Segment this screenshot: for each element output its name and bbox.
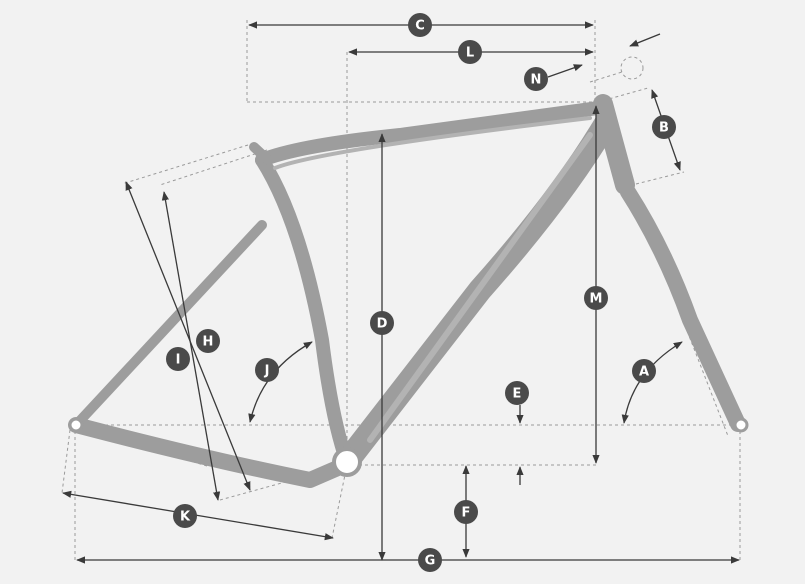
badge-b: B bbox=[652, 115, 676, 139]
svg-text:J: J bbox=[264, 364, 270, 379]
dimension-lines bbox=[62, 21, 740, 564]
badge-i: I bbox=[166, 347, 190, 371]
svg-text:F: F bbox=[462, 506, 471, 521]
svg-text:E: E bbox=[513, 387, 522, 402]
svg-text:K: K bbox=[180, 510, 191, 525]
svg-text:L: L bbox=[466, 46, 474, 61]
svg-text:N: N bbox=[531, 73, 542, 88]
badge-f: F bbox=[454, 500, 478, 524]
svg-text:M: M bbox=[590, 292, 603, 307]
badge-h: H bbox=[196, 329, 220, 353]
svg-text:I: I bbox=[176, 353, 181, 368]
reference-lines bbox=[61, 20, 741, 560]
badge-e: E bbox=[505, 381, 529, 405]
svg-text:A: A bbox=[639, 365, 649, 380]
badge-k: K bbox=[173, 504, 197, 528]
svg-text:D: D bbox=[377, 317, 388, 332]
badge-g: G bbox=[418, 548, 442, 572]
badge-n: N bbox=[524, 67, 548, 91]
badge-c: C bbox=[408, 13, 432, 37]
svg-text:G: G bbox=[425, 554, 436, 569]
svg-text:H: H bbox=[203, 335, 214, 350]
badge-m: M bbox=[584, 286, 608, 310]
badge-a: A bbox=[632, 359, 656, 383]
badge-l: L bbox=[458, 40, 482, 64]
svg-text:B: B bbox=[659, 121, 669, 136]
svg-text:C: C bbox=[415, 19, 425, 34]
badge-d: D bbox=[370, 311, 394, 335]
bike-frame bbox=[68, 94, 749, 488]
badge-j: J bbox=[255, 358, 279, 382]
